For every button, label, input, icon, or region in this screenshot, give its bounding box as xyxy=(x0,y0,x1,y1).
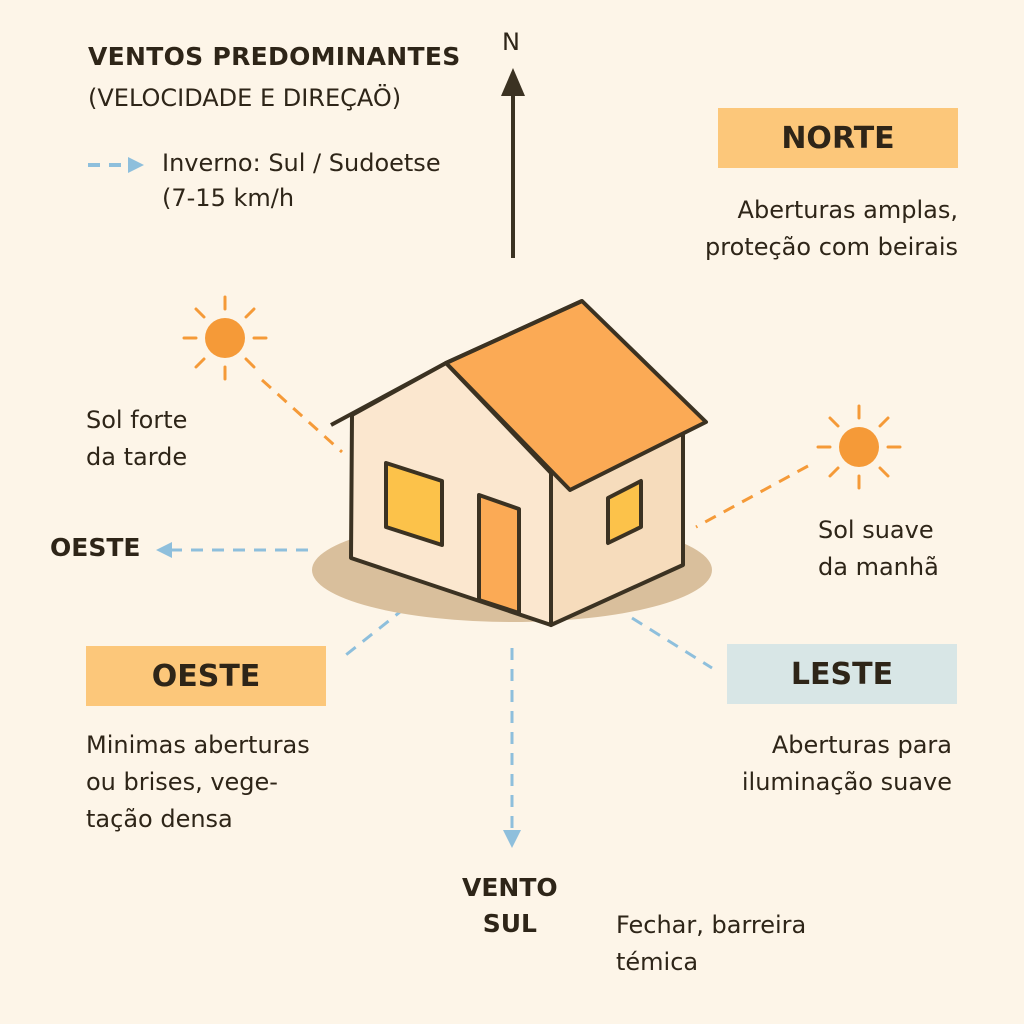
sun-icon xyxy=(816,404,902,490)
south-wind-arrow-icon xyxy=(503,648,521,848)
leste-line-2: iluminação suave xyxy=(741,768,952,796)
legend-line-1: Inverno: Sul / Sudoetse xyxy=(162,149,441,177)
west-wind-arrow-icon xyxy=(156,542,308,558)
norte-line-2: proteção com beirais xyxy=(705,233,958,261)
door xyxy=(477,493,521,615)
leste-description: Aberturas para iluminação suave xyxy=(742,727,952,801)
window xyxy=(606,479,643,545)
sul-line-2: témica xyxy=(616,948,699,976)
oeste-description: Minimas aberturas ou brises, vege- tação… xyxy=(86,727,310,838)
wind-line-southwest xyxy=(341,606,406,660)
leste-line-1: Aberturas para xyxy=(771,731,952,759)
sun-icon xyxy=(182,295,268,381)
oeste-line-2: ou brises, vege- xyxy=(86,768,278,796)
wind-line-southeast xyxy=(631,616,713,670)
vento-sul-line-1: VENTO xyxy=(462,873,558,902)
oeste-line-3: tação densa xyxy=(86,805,233,833)
norte-badge: NORTE xyxy=(718,108,958,168)
oeste-badge: OESTE xyxy=(86,646,326,706)
leste-badge: LESTE xyxy=(727,644,957,704)
house-illustration xyxy=(312,299,712,627)
sun-east-line-2: da manhã xyxy=(818,553,939,581)
norte-description: Aberturas amplas, proteção com beirais xyxy=(705,192,958,266)
north-arrow-icon xyxy=(501,68,525,258)
window xyxy=(384,461,444,547)
oeste-line-1: Minimas aberturas xyxy=(86,731,310,759)
sun-ray-west xyxy=(260,378,344,454)
sun-west-line-1: Sol forte xyxy=(86,406,188,434)
sun-east-label: Sol suave da manhã xyxy=(818,512,939,586)
legend-line-2: (7-15 km/h xyxy=(162,184,295,212)
vento-sul-label: VENTO SUL xyxy=(462,870,558,942)
sul-description: Fechar, barreira témica xyxy=(616,907,806,981)
vento-sul-line-2: SUL xyxy=(482,909,537,938)
dashed-arrow-icon xyxy=(88,157,144,173)
norte-line-1: Aberturas amplas, xyxy=(737,196,958,224)
sun-west-label: Sol forte da tarde xyxy=(86,402,187,476)
diagram-title: VENTOS PREDOMINANTES xyxy=(88,42,461,71)
oeste-arrow-label: OESTE xyxy=(50,533,141,562)
sun-east-line-1: Sol suave xyxy=(818,516,934,544)
sul-line-1: Fechar, barreira xyxy=(616,911,807,939)
sun-ray-east xyxy=(695,464,809,529)
diagram-subtitle: (VELOCIDADE E DIREÇAÖ) xyxy=(88,84,402,112)
sun-west-line-2: da tarde xyxy=(86,443,188,471)
wind-legend: Inverno: Sul / Sudoetse (7-15 km/h xyxy=(162,146,441,216)
north-label: N xyxy=(502,28,520,56)
